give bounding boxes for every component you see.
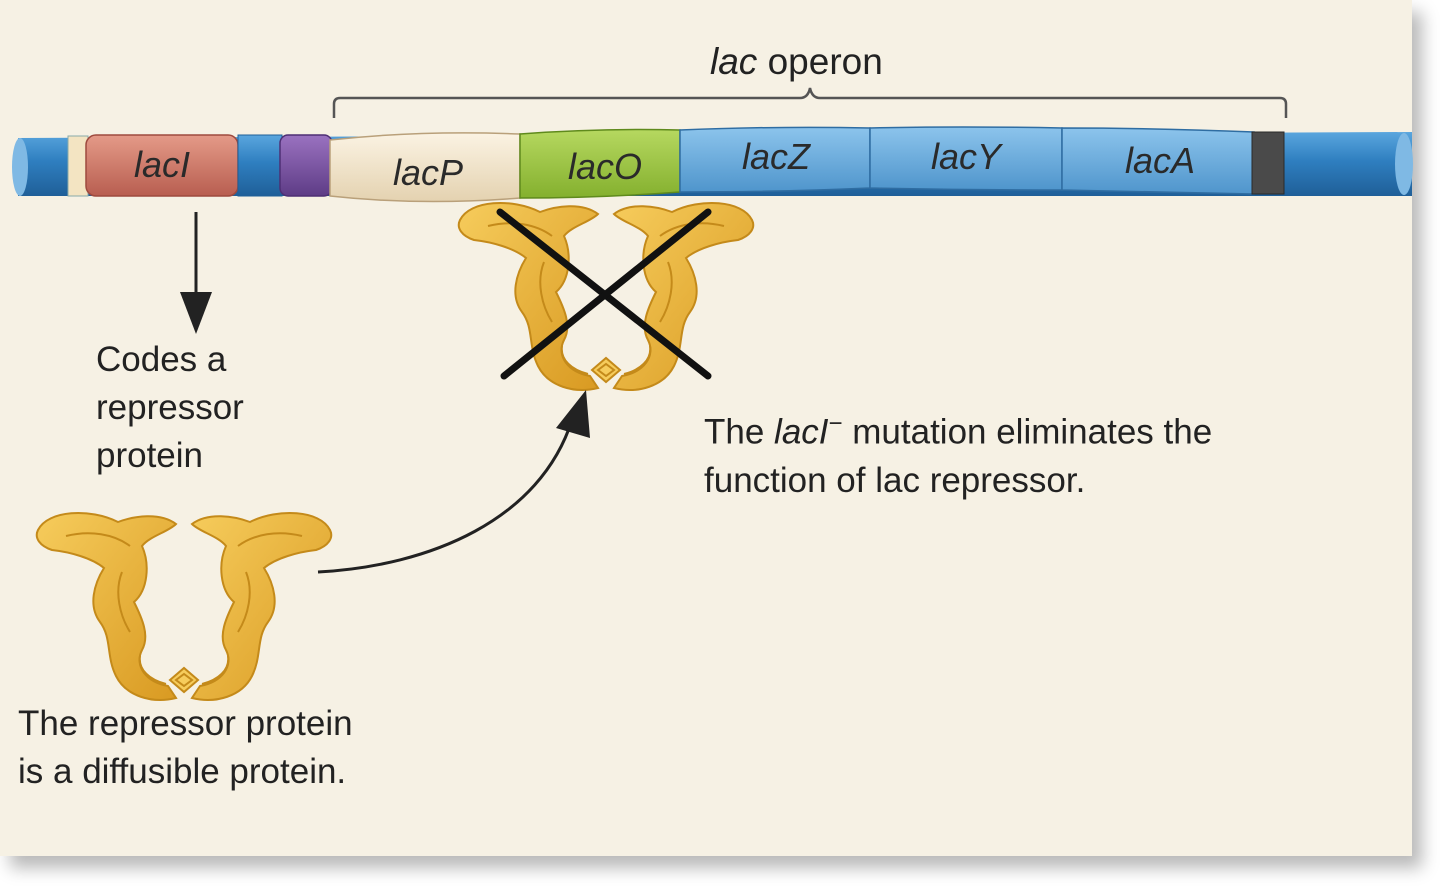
codes-line-2: repressor	[96, 388, 244, 427]
dna-left-end	[12, 138, 28, 196]
mutation-superscript: −	[828, 410, 843, 437]
codes-label: Codes a repressor protein	[96, 336, 244, 480]
mutation-gene: lacI	[774, 412, 829, 452]
cross-mark-b	[500, 208, 712, 380]
operon-label-rest: operon	[757, 41, 883, 82]
mutation-prefix: The	[704, 412, 775, 452]
segment-terminator	[1251, 131, 1285, 195]
operon-bracket	[332, 87, 1288, 118]
repressor-line-2: is a diffusible protein.	[18, 752, 347, 791]
mutation-rest: mutation eliminates the	[842, 412, 1213, 452]
mutation-label: The lacI− mutation eliminates the functi…	[704, 400, 1212, 505]
codes-line-1: Codes a	[96, 340, 227, 379]
repressor-line-1: The repressor protein	[18, 704, 353, 743]
mutation-line-2: function of lac repressor.	[704, 460, 1086, 500]
curved-arrow-head	[556, 390, 590, 438]
segment-small-left	[67, 135, 89, 197]
gene-label-lacZ: lacZ	[741, 136, 810, 177]
gene-label-lacO: lacO	[567, 146, 643, 187]
operon-label: lac operon	[710, 38, 883, 86]
gene-label-lacI: lacI	[133, 144, 191, 185]
repressor-protein-free	[35, 511, 333, 701]
gene-label-lacY: lacY	[930, 136, 1002, 177]
gene-label-lacP: lacP	[392, 152, 464, 193]
mutation-line-1: The lacI− mutation eliminates the	[704, 400, 1212, 457]
codes-line-3: protein	[96, 436, 204, 475]
arrow-down-head	[180, 292, 212, 334]
gene-label-lacA: lacA	[1124, 140, 1196, 181]
operon-label-italic: lac	[710, 41, 758, 82]
curved-arrow-line	[317, 419, 574, 574]
repressor-caption: The repressor protein is a diffusible pr…	[18, 700, 353, 796]
segment-purple	[279, 134, 333, 197]
dna-right-end	[1395, 133, 1413, 195]
